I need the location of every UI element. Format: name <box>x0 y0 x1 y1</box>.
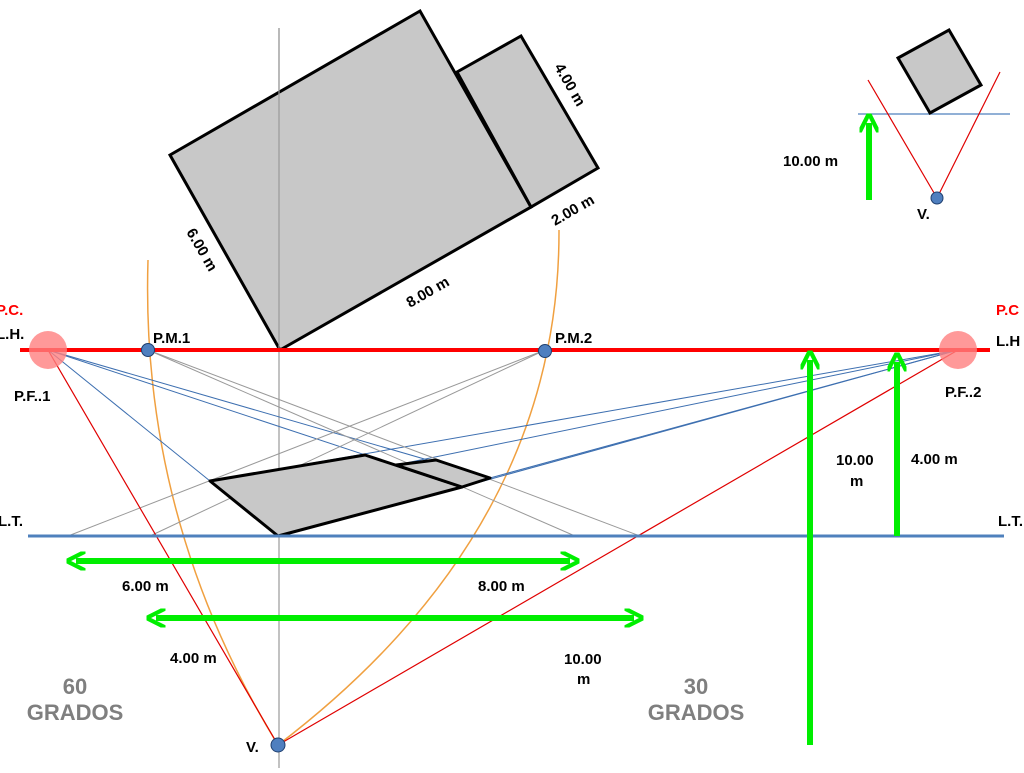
measure-arrows <box>76 360 897 745</box>
pm1-label: P.M.1 <box>153 330 190 347</box>
vanishing-point-2 <box>939 331 977 369</box>
pf2-label: P.F..2 <box>945 384 981 401</box>
pc-right-label: P.C <box>996 302 1019 319</box>
measuring-arc-right <box>277 229 560 746</box>
height-10m-line1: 10.00 <box>836 452 874 469</box>
inset-viewpoint <box>930 191 944 205</box>
plan-building-main <box>167 8 534 353</box>
meas-8m-label: 8.00 m <box>478 578 525 595</box>
angle-right-value: 30 <box>684 674 708 699</box>
angle-right-unit: GRADOS <box>648 700 745 725</box>
pc-left-label: P.C. <box>0 302 23 319</box>
meas-10m-line1: 10.00 <box>564 651 602 668</box>
inset-view-ray-left <box>867 79 938 199</box>
meas-4m-label: 4.00 m <box>170 650 217 667</box>
angle-left-value: 60 <box>63 674 87 699</box>
height-4m-label: 4.00 m <box>911 451 958 468</box>
perspective-plan-main <box>208 453 464 538</box>
inset-10m-label: 10.00 m <box>783 153 838 170</box>
lh-left-label: L.H. <box>0 326 24 343</box>
vanishing-point-1 <box>29 331 67 369</box>
lt-left-label: L.T. <box>0 513 23 530</box>
inset-viewpoint-label: V. <box>917 206 930 223</box>
angle-left-unit: GRADOS <box>27 700 124 725</box>
guide-lines-gray <box>67 349 641 537</box>
guide-lines-red <box>47 349 959 746</box>
measuring-arc-left <box>146 259 279 746</box>
pm2-label: P.M.2 <box>555 330 592 347</box>
perspective-plan-annex <box>394 458 492 489</box>
plan-dim-8m: 8.00 m <box>404 273 453 311</box>
pf1-label: P.F..1 <box>14 388 50 405</box>
height-10m-line2: m <box>850 473 863 490</box>
inset-building <box>895 27 984 116</box>
measure-point-2 <box>538 344 552 358</box>
plan-dim-2m: 2.00 m <box>549 191 598 229</box>
meas-6m-label: 6.00 m <box>122 578 169 595</box>
plan-building-annex <box>454 33 601 210</box>
measure-point-1 <box>141 343 155 357</box>
guide-lines-blue <box>47 349 959 488</box>
meas-10m-line2: m <box>577 671 590 688</box>
lh-right-label: L.H <box>996 333 1020 350</box>
viewpoint-main <box>270 737 286 753</box>
inset-view-ray-right <box>936 71 1001 199</box>
viewpoint-main-label: V. <box>246 739 259 756</box>
lt-right-label: L.T. <box>998 513 1023 530</box>
